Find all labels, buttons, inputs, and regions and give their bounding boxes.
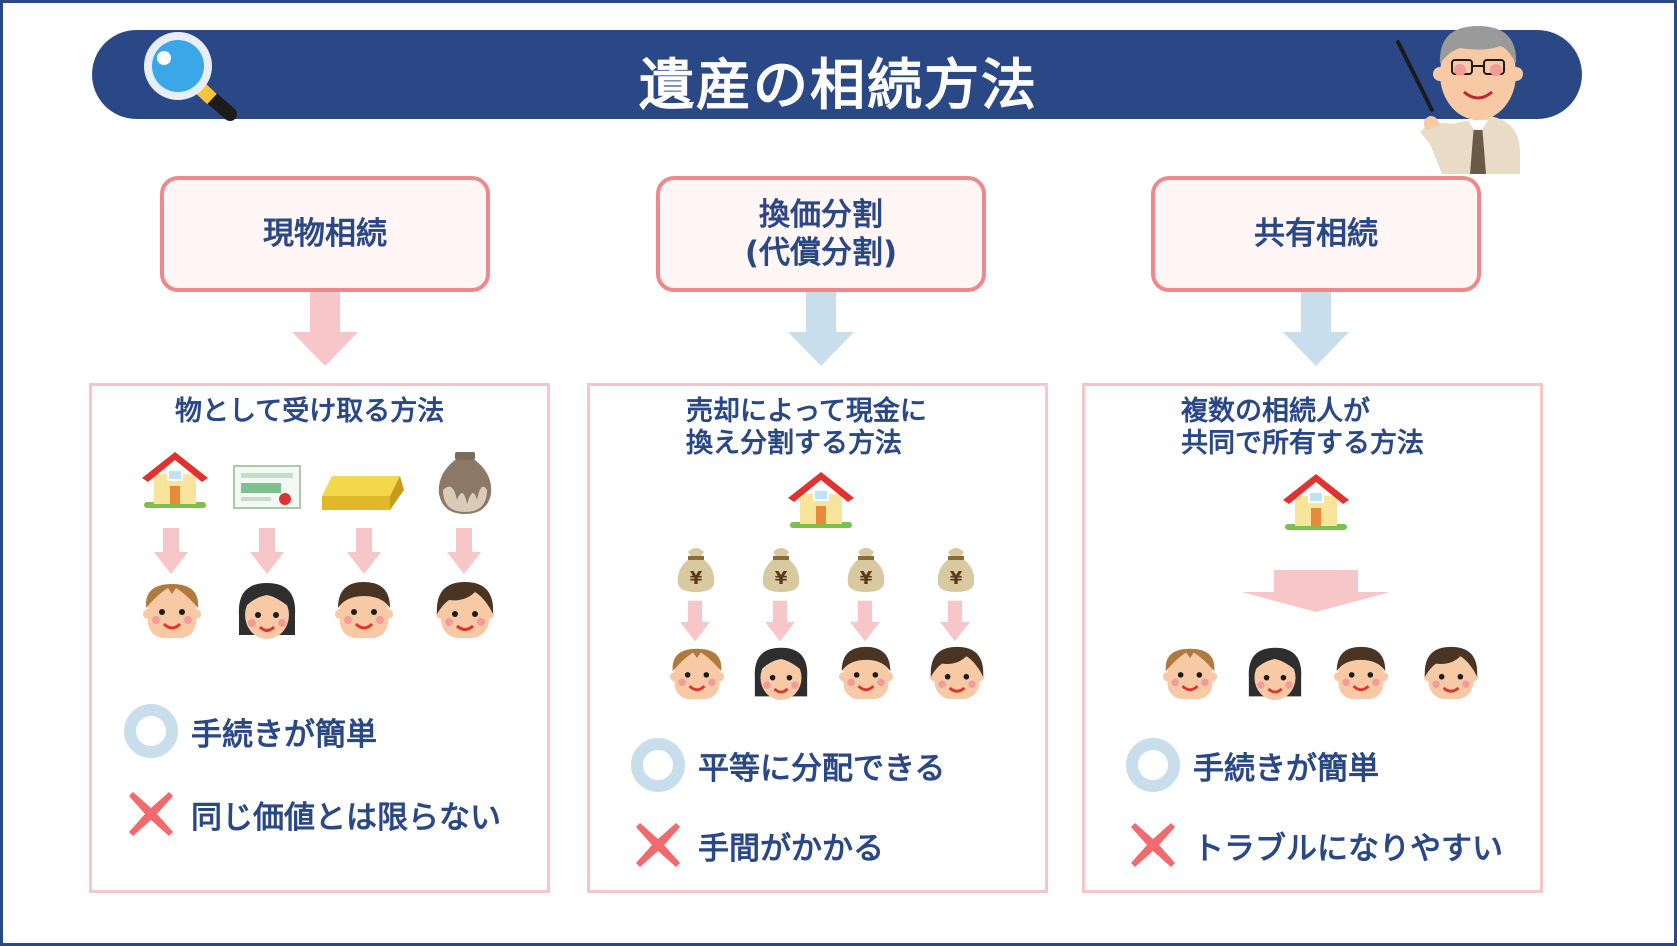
method-box-kanka: 換価分割 (代償分割) bbox=[656, 176, 986, 292]
method-name-line: 換価分割 bbox=[759, 197, 883, 233]
merit-row: 手続きが簡単 bbox=[1125, 737, 1379, 793]
panel-kanka bbox=[587, 383, 1048, 893]
merit-label: 平等に分配できる bbox=[698, 750, 946, 787]
arrow-down-icon bbox=[765, 600, 795, 642]
method-name-line: 共有相続 bbox=[1254, 216, 1378, 252]
man-face-icon bbox=[838, 645, 894, 701]
magnifier-icon bbox=[144, 32, 237, 121]
vase-icon bbox=[438, 452, 492, 514]
woman-face-icon bbox=[1247, 646, 1303, 702]
man-face-icon bbox=[334, 580, 394, 640]
demerit-row: 同じ価値とは限らない bbox=[123, 786, 501, 842]
cross-mark-icon bbox=[636, 823, 680, 867]
arrow-down-icon bbox=[940, 600, 970, 642]
merit-row: 手続きが簡単 bbox=[123, 703, 377, 759]
boy-face-icon bbox=[1162, 647, 1218, 701]
boy-face-icon bbox=[142, 582, 202, 640]
method-name-line: (代償分割) bbox=[744, 235, 898, 271]
money-bag-icon bbox=[847, 548, 885, 592]
merit-row: 平等に分配できる bbox=[630, 737, 945, 793]
page-title: 遺産の相続方法 bbox=[638, 53, 1038, 117]
method-description: 売却によって現金に 換え分割する方法 bbox=[686, 396, 927, 460]
cross-mark-icon bbox=[129, 792, 173, 836]
arrow-down-icon bbox=[680, 600, 710, 642]
money-bag-icon bbox=[677, 548, 715, 592]
house-icon bbox=[1282, 473, 1350, 531]
arrow-down-icon bbox=[250, 528, 284, 574]
description-line: 複数の相続人が bbox=[1181, 396, 1370, 427]
arrow-down-icon bbox=[788, 292, 854, 366]
house-icon bbox=[141, 451, 209, 509]
method-name-line: 現物相続 bbox=[263, 216, 387, 252]
boy-face-icon bbox=[669, 647, 725, 701]
money-bag-icon bbox=[937, 548, 975, 592]
arrow-down-icon bbox=[1283, 292, 1349, 366]
girl-face-icon bbox=[1423, 645, 1479, 701]
certificate-icon bbox=[233, 465, 301, 509]
arrow-down-icon bbox=[154, 528, 188, 574]
arrow-down-icon bbox=[850, 600, 880, 642]
merit-label: 手続きが簡単 bbox=[1193, 750, 1379, 787]
method-box-genbutsu: 現物相続 bbox=[160, 176, 490, 292]
description-line: 換え分割する方法 bbox=[686, 428, 902, 459]
man-face-icon bbox=[1333, 645, 1389, 701]
wide-arrow-down-icon bbox=[1242, 570, 1390, 612]
house-icon bbox=[787, 471, 855, 529]
arrow-down-icon bbox=[447, 528, 481, 574]
method-description: 複数の相続人が 共同で所有する方法 bbox=[1181, 396, 1424, 460]
arrow-down-icon bbox=[292, 292, 358, 366]
demerit-label: トラブルになりやすい bbox=[1193, 830, 1503, 867]
demerit-row: トラブルになりやすい bbox=[1125, 817, 1503, 873]
demerit-label: 同じ価値とは限らない bbox=[191, 799, 501, 836]
circle-mark-icon bbox=[123, 703, 179, 759]
description-line: 共同で所有する方法 bbox=[1181, 428, 1424, 459]
circle-mark-icon bbox=[1125, 737, 1181, 793]
method-description: 物として受け取る方法 bbox=[175, 396, 444, 428]
girl-face-icon bbox=[435, 580, 495, 640]
title-banner bbox=[92, 30, 1582, 119]
description-line: 売却によって現金に bbox=[686, 396, 927, 427]
demerit-row: 手間がかかる bbox=[630, 817, 884, 873]
arrow-down-icon bbox=[347, 528, 381, 574]
circle-mark-icon bbox=[630, 737, 686, 793]
woman-face-icon bbox=[753, 646, 809, 702]
method-box-kyoyu: 共有相続 bbox=[1151, 176, 1481, 292]
cross-mark-icon bbox=[1131, 823, 1175, 867]
merit-label: 手続きが簡単 bbox=[191, 716, 377, 753]
gold-bar-icon bbox=[322, 476, 404, 510]
money-bag-icon bbox=[762, 548, 800, 592]
teacher-with-pointer-icon bbox=[1396, 26, 1523, 174]
panel-kyoyu bbox=[1082, 383, 1543, 893]
description-line: 物として受け取る方法 bbox=[175, 396, 445, 427]
girl-face-icon bbox=[929, 645, 985, 701]
woman-face-icon bbox=[237, 581, 297, 641]
demerit-label: 手間がかかる bbox=[698, 830, 884, 867]
